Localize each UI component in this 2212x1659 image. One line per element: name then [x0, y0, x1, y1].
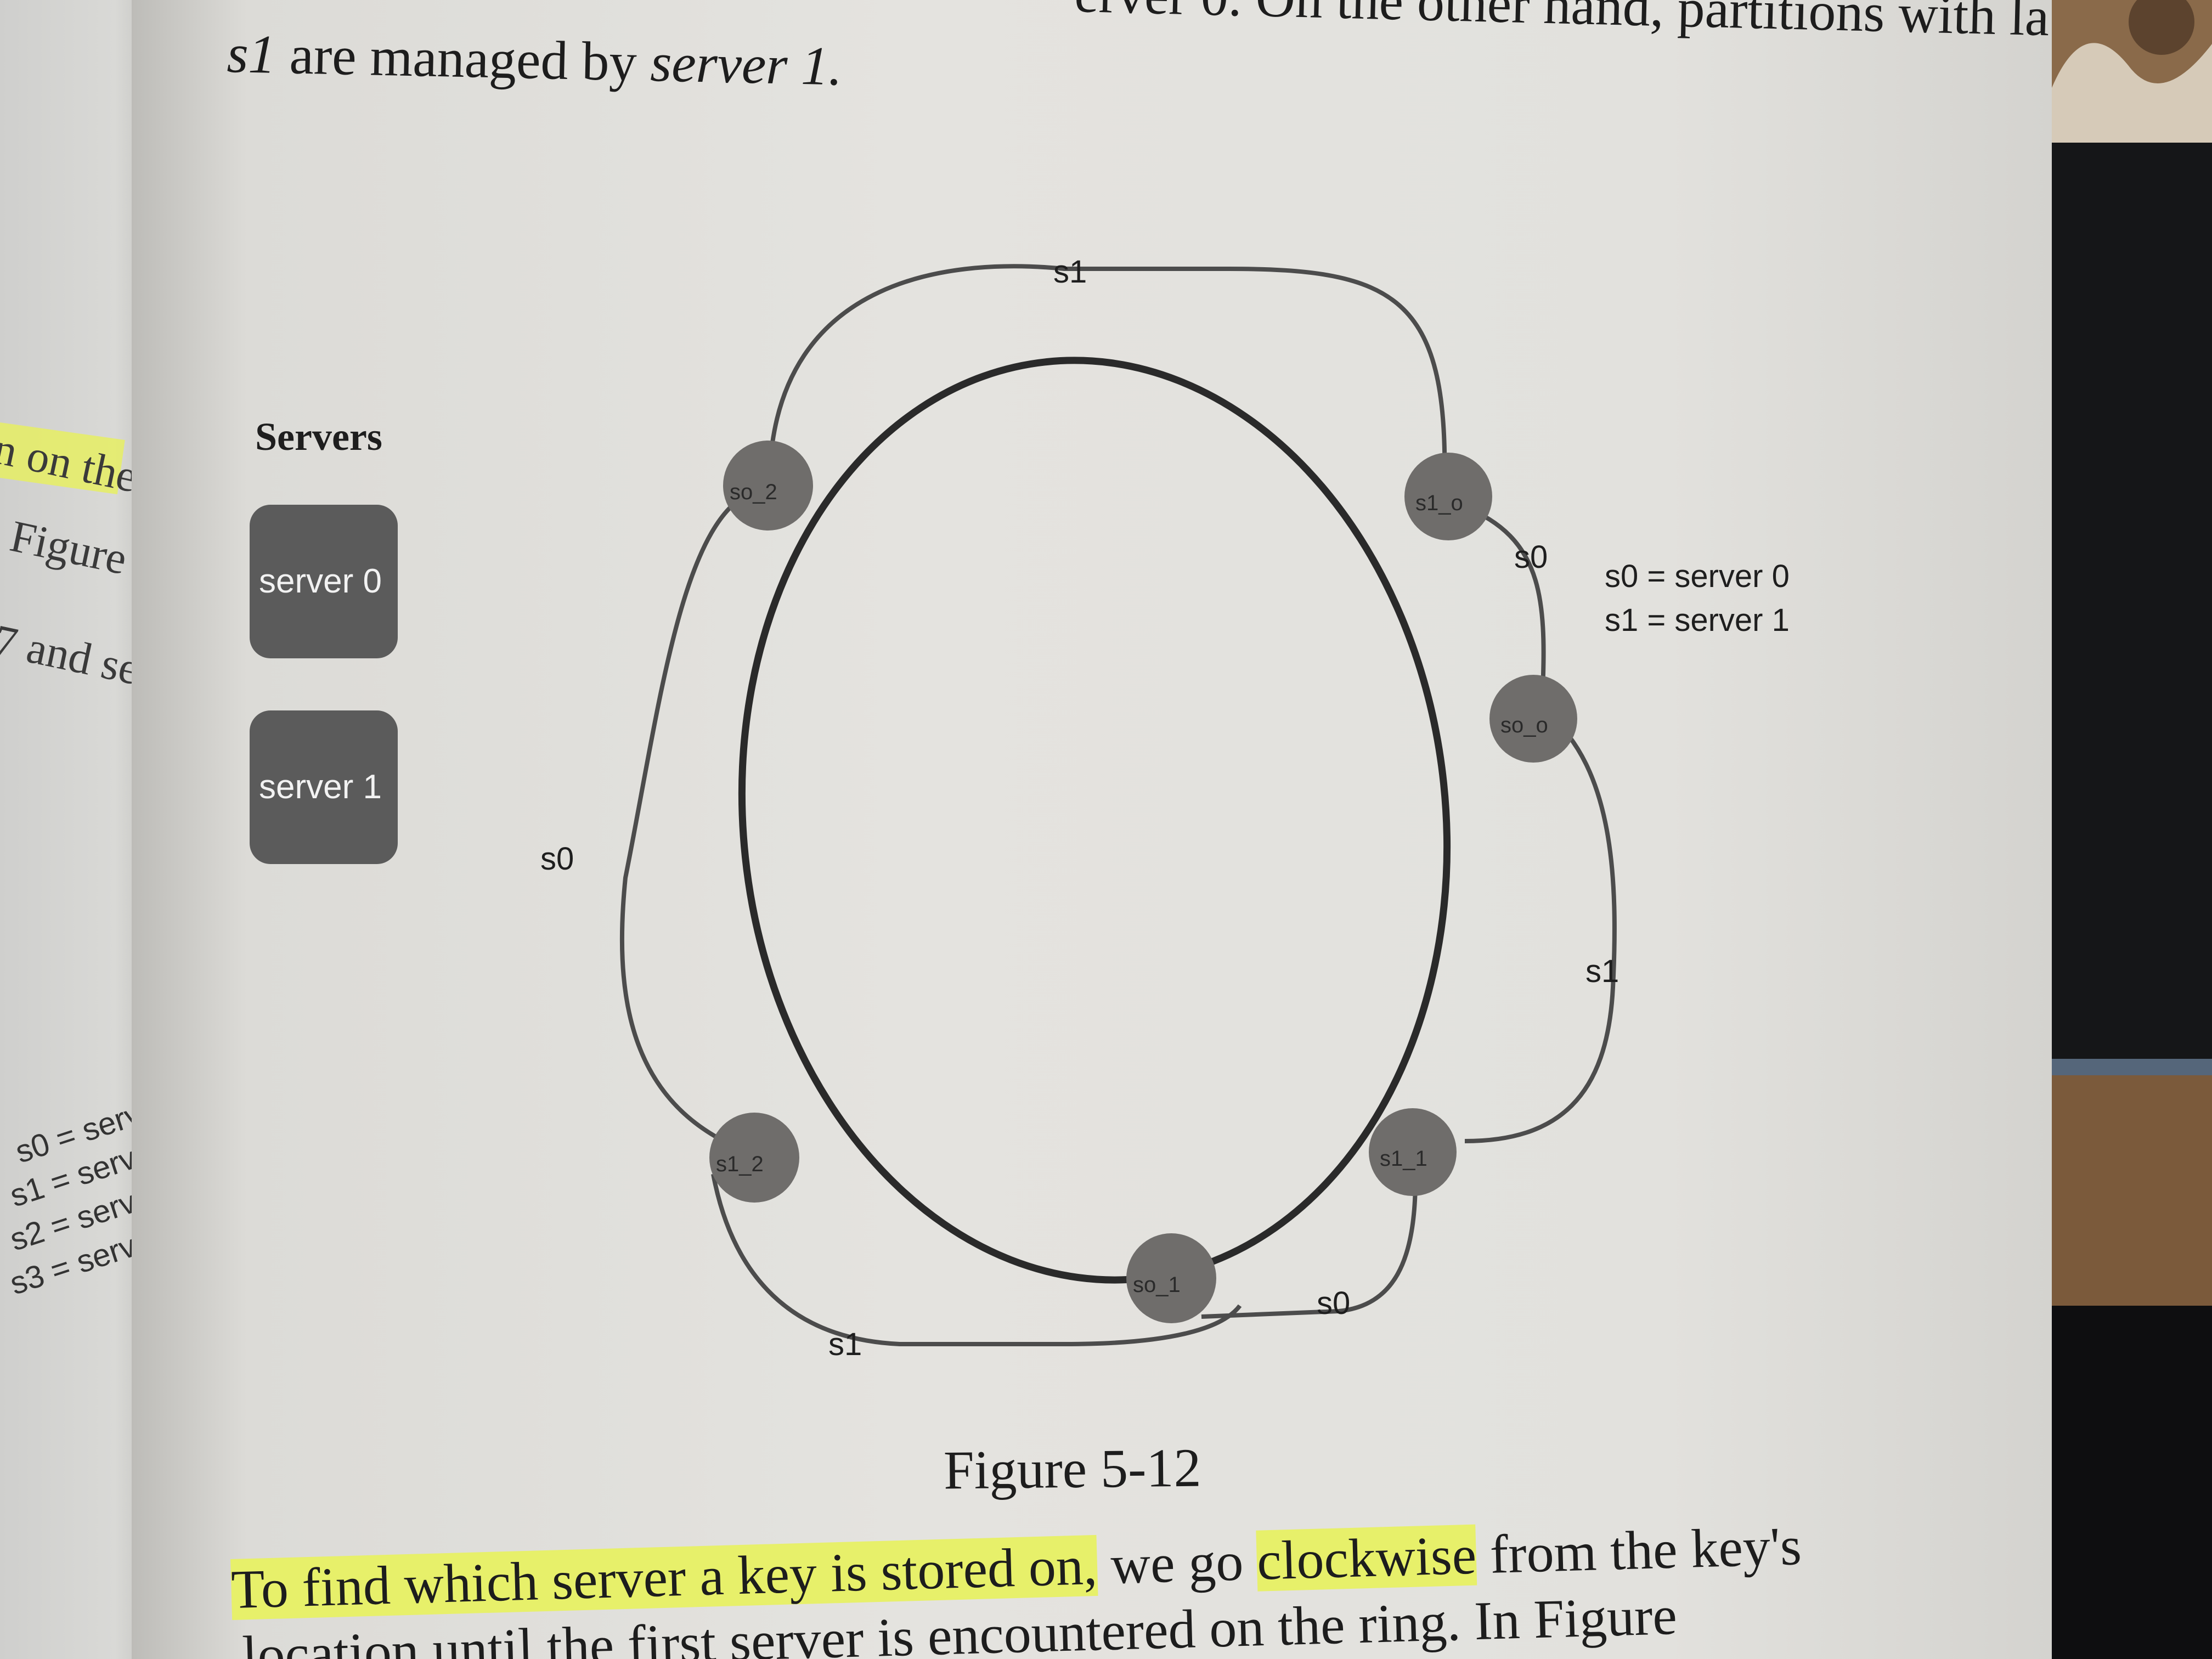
body-text-fragment: from the key's	[1475, 1515, 1803, 1585]
node-label: s1_2	[716, 1152, 764, 1176]
legend-line: s1 = server 1	[1605, 602, 1790, 638]
body-text-fragment: we go	[1096, 1530, 1258, 1596]
consistent-hashing-diagram: Servers server 0 server 1 so_2 s1_o so_o…	[250, 254, 1790, 1362]
node-label: s1_1	[1380, 1147, 1427, 1171]
node-label: s1_o	[1415, 491, 1463, 515]
server-1-label: server 1	[259, 768, 382, 806]
figure-caption: Figure 5-12	[943, 1437, 1201, 1501]
arc-s1-right	[1464, 711, 1617, 1143]
node-so-o	[1489, 675, 1577, 763]
node-s1-o	[1404, 453, 1492, 540]
wall-pattern	[2052, 0, 2212, 176]
book-page: erver 0. On the other hand, partitions w…	[132, 0, 2052, 1659]
server-0-box	[250, 505, 398, 658]
node-so-2	[723, 441, 813, 531]
arc-s1-bottom	[711, 1173, 1242, 1346]
arc-label: s0	[540, 841, 574, 877]
node-so-1	[1126, 1233, 1216, 1323]
server-0-label: server 0	[259, 562, 382, 600]
node-s1-1	[1369, 1108, 1457, 1196]
arc-label: s1	[828, 1327, 862, 1362]
node-s1-2	[709, 1113, 799, 1203]
servers-heading: Servers	[255, 415, 382, 459]
arc-s0-left	[619, 492, 750, 1149]
arc-s1-top	[768, 264, 1447, 483]
arc-label: s1	[1585, 953, 1619, 989]
server-1-box	[250, 710, 398, 864]
arc-label: s0	[1317, 1285, 1350, 1321]
arc-s0-right	[1458, 503, 1546, 714]
node-label: so_1	[1133, 1273, 1181, 1297]
node-label: so_o	[1500, 713, 1548, 737]
legend-line: s0 = server 0	[1605, 558, 1790, 594]
highlighted-text: clockwise	[1256, 1524, 1477, 1592]
arc-label: s1	[1053, 254, 1087, 290]
node-label: so_2	[730, 480, 777, 504]
arc-s0-bottom	[1201, 1179, 1418, 1319]
arc-label: s0	[1514, 539, 1548, 575]
